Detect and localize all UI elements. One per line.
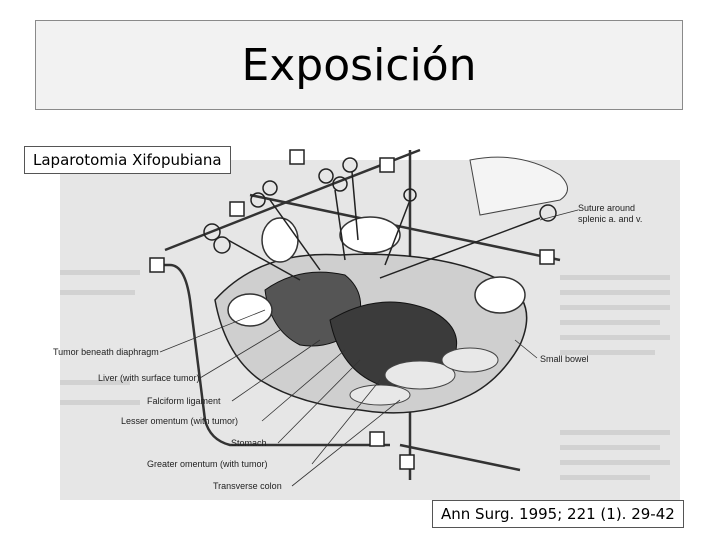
caption-box: Laparotomia Xifopubiana [24,146,231,174]
label-lesser-omentum: Lesser omentum (with tumor) [121,416,238,426]
surgical-clamps [203,157,557,281]
label-transverse-colon: Transverse colon [213,481,282,491]
reference-box: Ann Surg. 1995; 221 (1). 29-42 [432,500,684,528]
label-liver: Liver (with surface tumor) [98,373,200,383]
background-text-lines [60,270,670,480]
title-box: Exposición [35,20,683,110]
label-suture-line1: Suture around [578,203,635,213]
label-stomach: Stomach [231,438,267,448]
label-falciform: Falciform ligament [147,396,221,406]
label-greater-omentum: Greater omentum (with tumor) [147,459,268,469]
retractor-blades [227,216,526,327]
label-suture-line2: splenic a. and v. [578,214,642,224]
bowel-loops [349,347,499,406]
label-tumor-diaphragm: Tumor beneath diaphragm [53,347,159,357]
reference-text: Ann Surg. 1995; 221 (1). 29-42 [441,505,675,523]
label-small-bowel: Small bowel [540,354,589,364]
caption-text: Laparotomia Xifopubiana [33,151,222,169]
slide-title: Exposición [241,39,477,91]
arm-outline [469,156,568,216]
label-leaders [159,209,579,487]
frame-clamps [149,149,555,470]
